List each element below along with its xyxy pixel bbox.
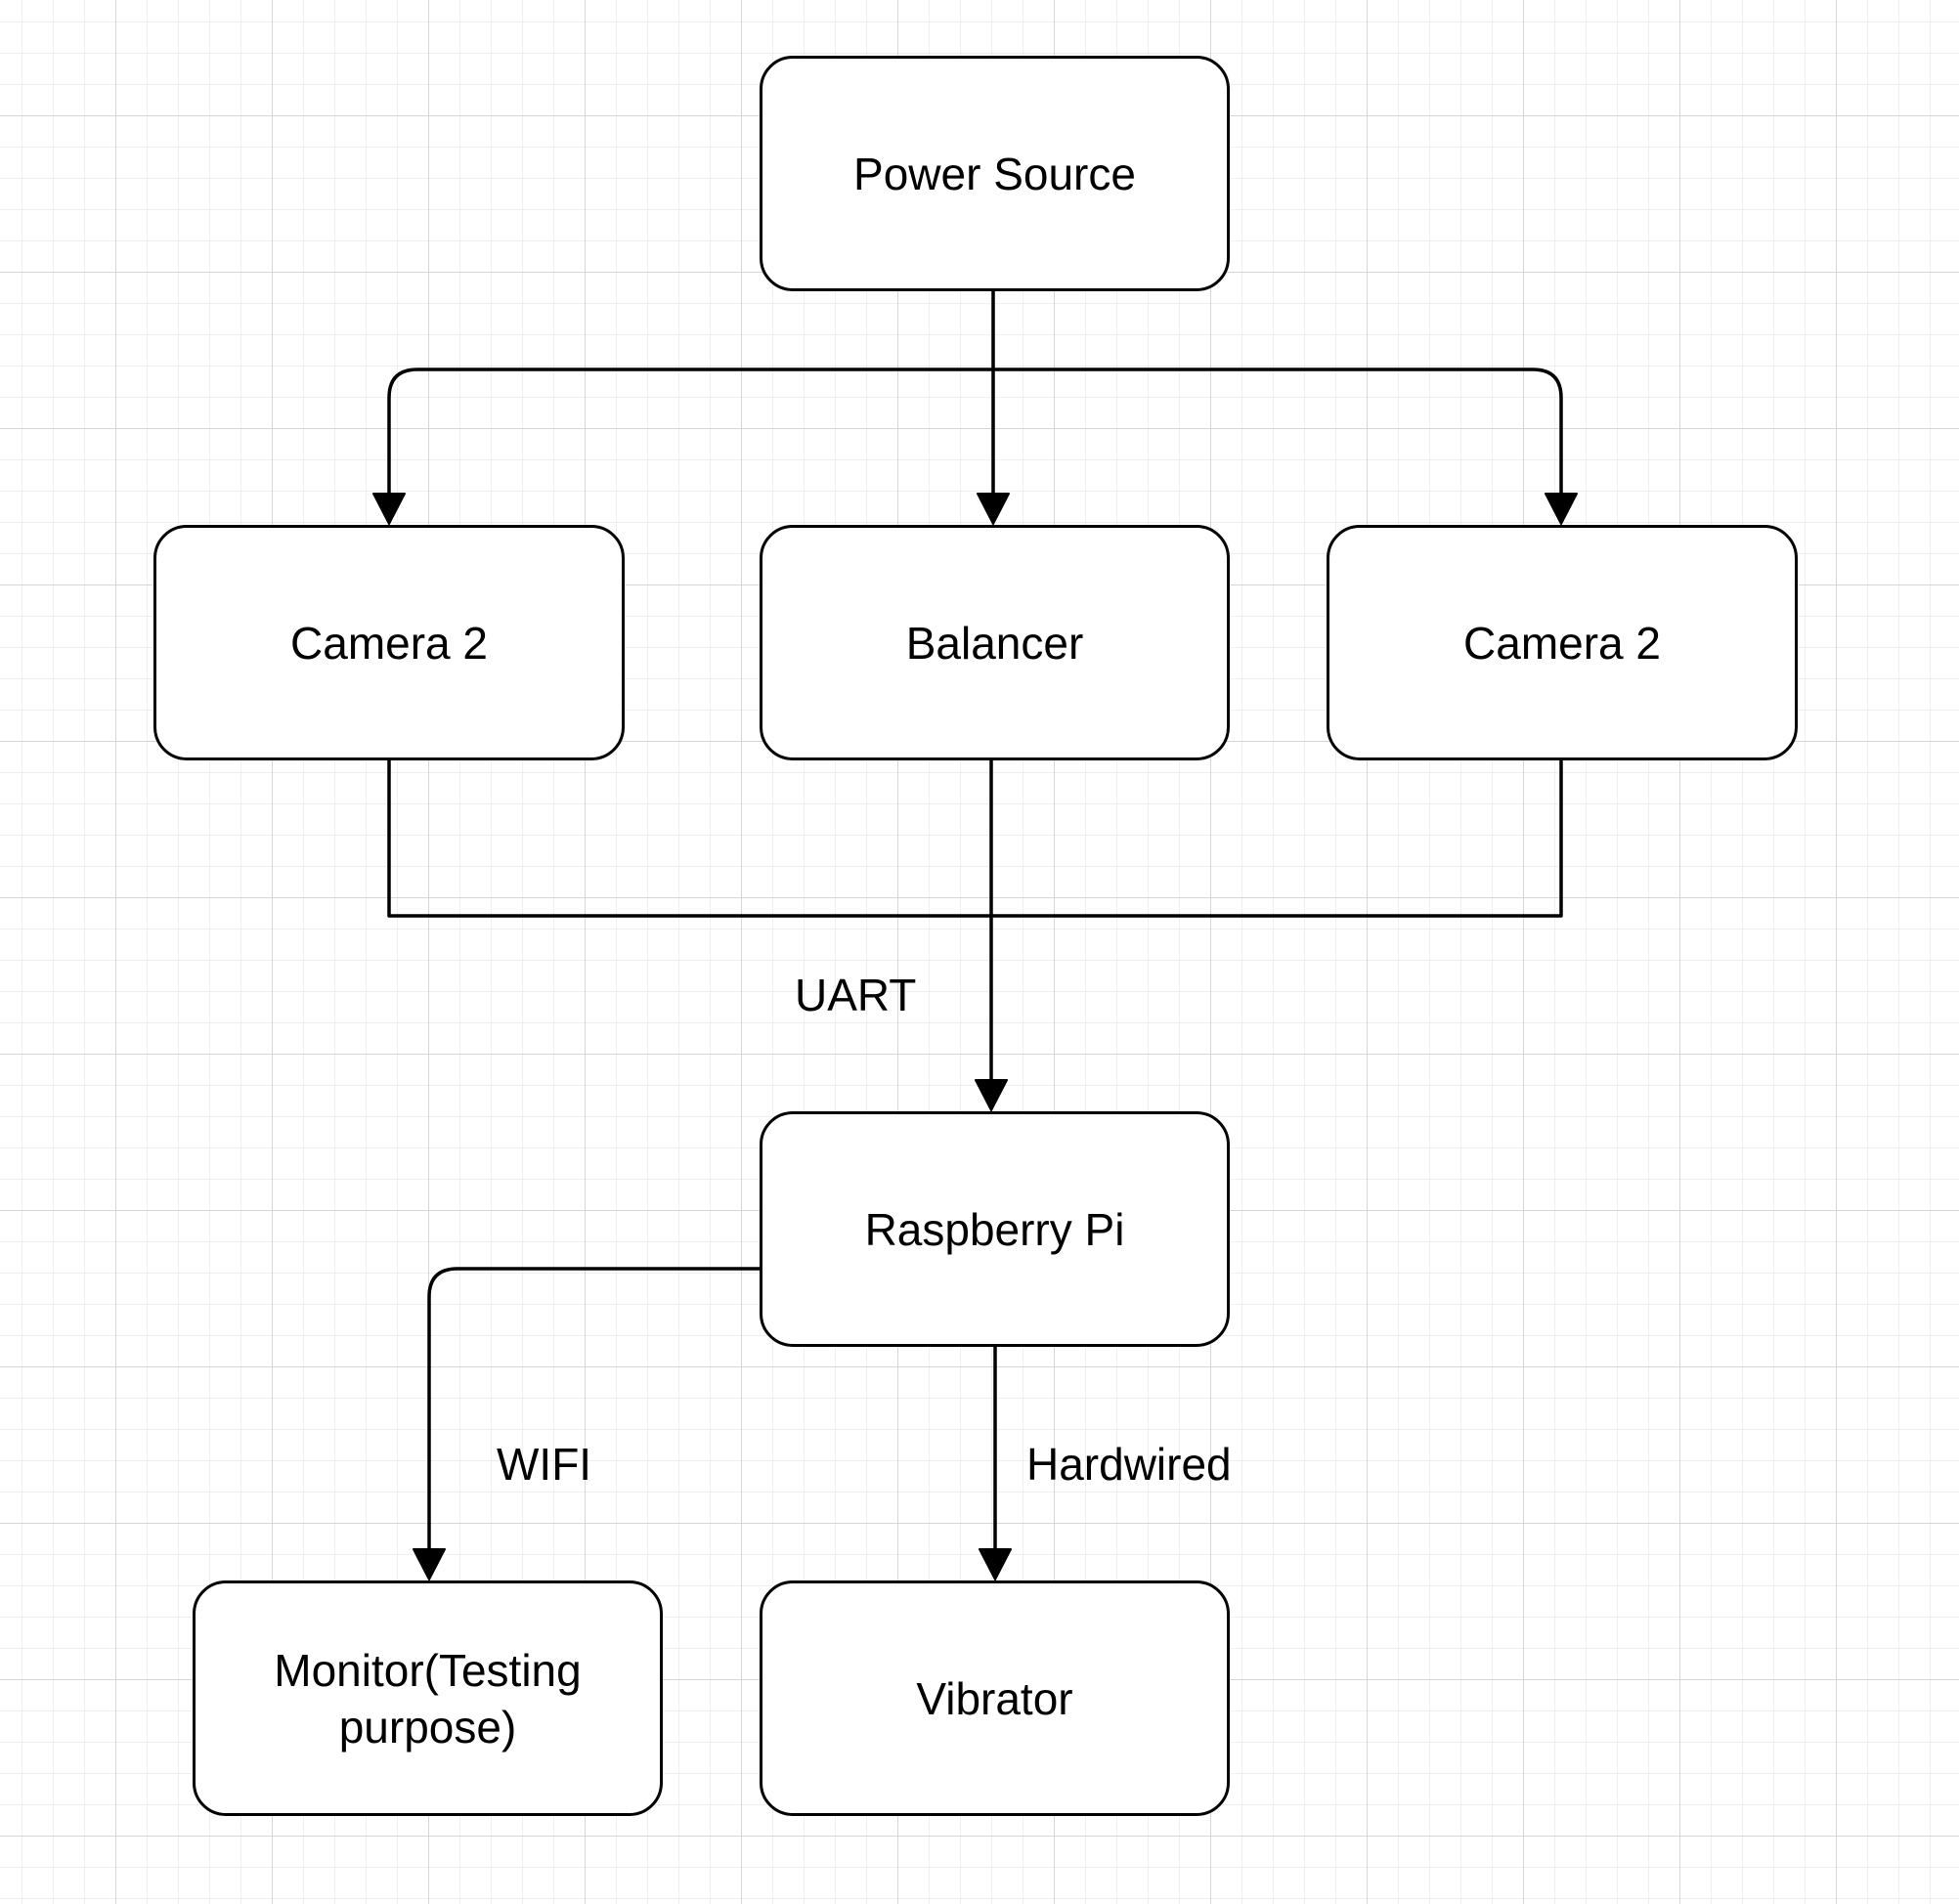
edge-power-to-camera-right (993, 368, 1563, 497)
edge-camera-right-down (991, 760, 1563, 918)
arrowhead-monitor (413, 1548, 446, 1580)
node-camera-right-label: Camera 2 (1463, 617, 1661, 669)
node-camera-left-label: Camera 2 (290, 617, 488, 669)
arrowhead-balancer (977, 493, 1010, 525)
node-raspberry-pi-label: Raspberry Pi (864, 1203, 1125, 1255)
node-monitor[interactable]: Monitor(Testing purpose) (193, 1580, 663, 1816)
node-camera-left[interactable]: Camera 2 (153, 525, 625, 760)
edge-power-to-camera-left (387, 368, 993, 497)
edge-label-uart[interactable]: UART (795, 970, 917, 1020)
node-vibrator-label: Vibrator (916, 1672, 1073, 1724)
node-balancer-label: Balancer (905, 617, 1084, 669)
node-power-source[interactable]: Power Source (760, 56, 1230, 291)
edge-camera-left-down (387, 760, 991, 918)
arrowhead-camera-right (1545, 493, 1578, 525)
node-vibrator[interactable]: Vibrator (760, 1580, 1230, 1816)
node-balancer[interactable]: Balancer (760, 525, 1230, 760)
node-camera-right[interactable]: Camera 2 (1327, 525, 1798, 760)
arrowhead-vibrator (979, 1548, 1012, 1580)
arrowhead-camera-left (372, 493, 406, 525)
edge-label-hardwired[interactable]: Hardwired (1026, 1439, 1232, 1490)
edge-raspberry-pi-to-monitor (427, 1267, 760, 1552)
edge-label-wifi[interactable]: WIFI (497, 1439, 592, 1490)
node-power-source-label: Power Source (853, 148, 1136, 199)
node-raspberry-pi[interactable]: Raspberry Pi (760, 1111, 1230, 1347)
node-monitor-label: Monitor(Testing purpose) (274, 1644, 582, 1753)
arrowhead-raspberry-pi (975, 1079, 1008, 1111)
